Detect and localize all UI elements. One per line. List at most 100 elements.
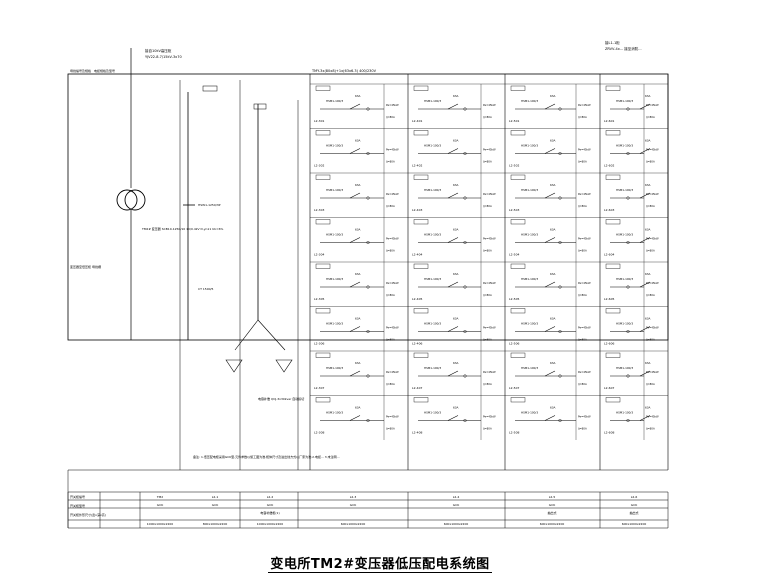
drawing-note: 备注: 1.低压配电柜采用GCK型,元件参数以施工图为准,柜体尺寸及进出线方式以… bbox=[193, 454, 340, 459]
feeder-load-text: Pe=45kW bbox=[578, 148, 591, 152]
table-cell-code: L2-6 bbox=[631, 495, 638, 499]
table-cell-type: GCK bbox=[631, 503, 638, 507]
feeder-breaker-text: HSM1-100/3 bbox=[521, 99, 538, 103]
feeder-rating-text: 63A bbox=[453, 183, 459, 187]
table-cell-dims: 600x1000x2200 bbox=[622, 522, 647, 526]
feeder-current-text: Ij=80A bbox=[646, 115, 655, 119]
feeder-current-text: Ij=80A bbox=[578, 249, 587, 253]
feeder-load-text: Pe=45kW bbox=[386, 326, 399, 330]
outgoing-note-2: ZRVV-4x... 接至消防... bbox=[605, 46, 642, 51]
feeder-rating-text: 63A bbox=[645, 272, 651, 276]
feeder-breaker-text: HSM1-100/3 bbox=[326, 99, 343, 103]
panel-schedule-table: 开关柜编号开关柜型号开关柜外形尺寸(宽x深x高)TM2GCK1000x1000x… bbox=[67, 469, 669, 529]
feeder-load-text: Pe=45kW bbox=[646, 148, 659, 152]
feeder-current-text: Ij=80A bbox=[386, 160, 395, 164]
table-cell-type: GCK bbox=[212, 503, 219, 507]
feeder-current-text: Ij=80A bbox=[386, 204, 395, 208]
table-cell-dims: 600x1000x2200 bbox=[540, 522, 565, 526]
feeder-breaker-text: HSM1-100/3 bbox=[521, 233, 538, 237]
feeder-load-text: Pe=45kW bbox=[646, 281, 659, 285]
feeder-id: L2-301 bbox=[314, 119, 324, 123]
feeder-id: L2-507 bbox=[509, 386, 519, 390]
feeder-current-text: Ij=80A bbox=[386, 382, 395, 386]
feeder-rating-text: 63A bbox=[355, 94, 361, 98]
feeder-breaker-text: HSM1-100/3 bbox=[616, 233, 633, 237]
feeder-current-text: Ij=80A bbox=[386, 293, 395, 297]
feeder-rating-text: 63A bbox=[355, 406, 361, 410]
feeder-rating-text: 63A bbox=[645, 361, 651, 365]
feeder-load-text: Pe=45kW bbox=[578, 192, 591, 196]
feeder-breaker-text: HSM1-100/3 bbox=[424, 99, 441, 103]
feeder-load-text: Pe=45kW bbox=[483, 103, 496, 107]
table-cell-code: L2-1 bbox=[212, 495, 219, 499]
table-row-label: 开关柜外形尺寸(宽x深x高) bbox=[70, 512, 106, 517]
feeder-load-text: Pe=45kW bbox=[386, 103, 399, 107]
feeder-rating-text: 63A bbox=[550, 361, 556, 365]
feeder-column-l24: HSM1-100/363AL2-401Pe=45kWIj=80AHSM1-100… bbox=[407, 74, 505, 470]
feeder-id: L2-501 bbox=[509, 119, 519, 123]
feeder-id: L2-408 bbox=[412, 431, 422, 435]
feeder-current-text: Ij=80A bbox=[646, 338, 655, 342]
feeder-breaker-text: HSM1-100/3 bbox=[326, 366, 343, 370]
feeder-rating-text: 63A bbox=[550, 139, 556, 143]
feeder-current-text: Ij=80A bbox=[646, 293, 655, 297]
feeder-rating-text: 63A bbox=[550, 406, 556, 410]
feeder-id: L2-402 bbox=[412, 164, 422, 168]
feeder-id: L2-502 bbox=[509, 164, 519, 168]
feeder-load-text: Pe=45kW bbox=[578, 281, 591, 285]
feeder-breaker-text: HSM1-100/3 bbox=[326, 411, 343, 415]
feeder-breaker-text: HSM1-100/3 bbox=[326, 144, 343, 148]
feeder-current-text: Ij=80A bbox=[483, 293, 492, 297]
feeder-current-text: Ij=80A bbox=[578, 115, 587, 119]
feeder-id: L2-504 bbox=[509, 253, 519, 257]
row-label-busbar: 母线编号及规格 bbox=[70, 68, 91, 73]
feeder-id: L2-506 bbox=[509, 342, 519, 346]
feeder-breaker-text: HSM1-100/3 bbox=[424, 188, 441, 192]
feeder-id: L2-508 bbox=[509, 431, 519, 435]
table-cell-code: L2-4 bbox=[453, 495, 460, 499]
incoming-breaker-column: HSW1-1250/3P CT 1500/5 bbox=[179, 80, 221, 470]
main-breaker-label: HSW1-1250/3P bbox=[198, 203, 221, 207]
feeder-rating-text: 63A bbox=[453, 228, 459, 232]
table-cell-type: GCK bbox=[350, 503, 357, 507]
feeder-load-text: Pe=45kW bbox=[483, 415, 496, 419]
feeder-load-text: Pe=45kW bbox=[646, 370, 659, 374]
outgoing-note-1: 接L1-1柜 bbox=[605, 40, 620, 45]
feeder-load-text: Pe=45kW bbox=[386, 370, 399, 374]
feeder-id: L2-304 bbox=[314, 253, 324, 257]
feeder-breaker-text: HSM1-100/3 bbox=[616, 277, 633, 281]
feeder-current-text: Ij=80A bbox=[386, 338, 395, 342]
feeder-column-l23: HSM1-100/363AL2-301Pe=45kWIj=80AHSM1-100… bbox=[309, 74, 408, 470]
feeder-rating-text: 63A bbox=[453, 361, 459, 365]
transformer-symbol: TM2# 变压器 SCB10-1250/10 10/0.4kV D,yn11 U… bbox=[116, 48, 224, 340]
feeder-current-text: Ij=80A bbox=[646, 382, 655, 386]
ct-label: CT 1500/5 bbox=[198, 287, 214, 291]
feeder-current-text: Ij=80A bbox=[483, 427, 492, 431]
feeder-load-text: Pe=45kW bbox=[386, 192, 399, 196]
feeder-current-text: Ij=80A bbox=[646, 249, 655, 253]
feeder-current-text: Ij=80A bbox=[578, 427, 587, 431]
feeder-breaker-text: HSM1-100/3 bbox=[521, 188, 538, 192]
feeder-rating-text: 63A bbox=[453, 272, 459, 276]
feeder-load-text: Pe=45kW bbox=[386, 148, 399, 152]
feeder-rating-text: 63A bbox=[645, 406, 651, 410]
feeder-current-text: Ij=80A bbox=[483, 338, 492, 342]
feeder-load-text: Pe=45kW bbox=[578, 326, 591, 330]
feeder-id: L2-603 bbox=[604, 208, 614, 212]
feeder-load-text: Pe=45kW bbox=[483, 237, 496, 241]
feeder-rating-text: 63A bbox=[645, 139, 651, 143]
feeder-breaker-text: HSM1-100/3 bbox=[424, 277, 441, 281]
feeder-current-text: Ij=80A bbox=[578, 160, 587, 164]
feeder-breaker-text: HSM1-100/3 bbox=[424, 322, 441, 326]
